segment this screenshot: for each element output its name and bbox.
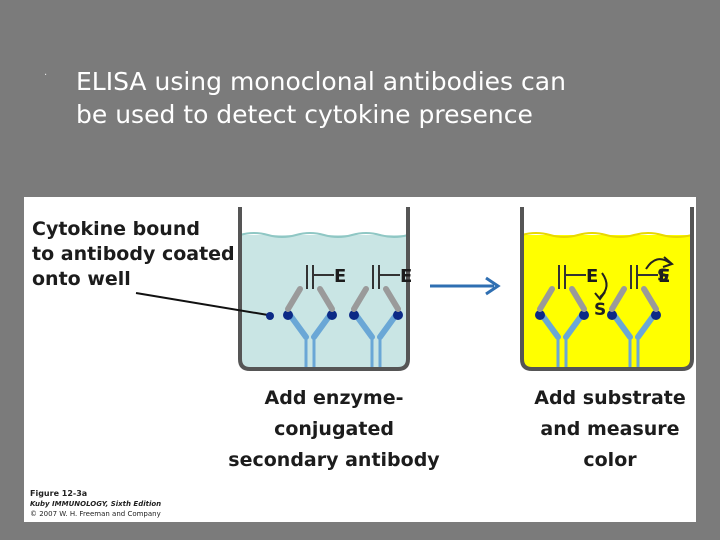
step2-caption: Add substrate and measure color	[534, 387, 686, 471]
step1-caption: Add enzyme- conjugated secondary antibod…	[228, 387, 440, 471]
secondary-antibody-stem	[630, 265, 638, 289]
secondary-antibody-arms	[537, 286, 587, 312]
cytokine-dot	[283, 310, 293, 320]
callout-label: Cytokine bound to antibody coated onto w…	[32, 218, 235, 290]
cytokine-dot	[393, 310, 403, 320]
cytokine-dot	[349, 310, 359, 320]
elisa-figure: E E E E S S Cytokine bound to antibody coat…	[24, 197, 696, 522]
secondary-antibody-stem	[306, 265, 314, 289]
well-2-wall	[520, 207, 694, 371]
antibody-sandwich-1: E	[283, 265, 346, 367]
enzyme-label: E	[586, 266, 598, 287]
secondary-antibody-arms	[285, 286, 335, 312]
figure-credit: Figure 12-3a Kuby IMMUNOLOGY, Sixth Edit…	[30, 489, 161, 519]
secondary-antibody-arms	[351, 286, 401, 312]
cytokine-dot	[651, 310, 661, 320]
cytokine-dot	[535, 310, 545, 320]
credit-copyright: © 2007 W. H. Freeman and Company	[30, 510, 161, 518]
antibody-sandwich-4: E	[607, 265, 670, 367]
secondary-antibody-stem	[558, 265, 566, 289]
capture-antibody-arms	[287, 312, 333, 340]
antibody-sandwich-3: E	[535, 265, 598, 367]
slide-text-line-1: ELISA using monoclonal antibodies can	[76, 67, 566, 96]
capture-antibody-stem	[304, 337, 316, 367]
capture-antibody-arms	[611, 312, 657, 340]
capture-antibody-stem	[556, 337, 568, 367]
capture-antibody-arms	[353, 312, 399, 340]
capture-antibody-arms	[539, 312, 585, 340]
callout-pointer-line	[135, 292, 269, 316]
capture-antibody-stem	[370, 337, 382, 367]
slide-text-line-2: be used to detect cytokine presence	[76, 100, 533, 129]
antibody-sandwich-2: E	[349, 265, 412, 367]
cytokine-dot	[607, 310, 617, 320]
substrate-label-input: S	[657, 266, 669, 286]
capture-antibody-stem	[628, 337, 640, 367]
cytokine-dot	[327, 310, 337, 320]
enzyme-label: E	[400, 266, 412, 287]
well-2	[520, 207, 694, 371]
secondary-antibody-arms	[609, 286, 659, 312]
cytokine-dot	[579, 310, 589, 320]
credit-book-title: Kuby IMMUNOLOGY, Sixth Edition	[30, 500, 162, 508]
enzyme-label: E	[334, 266, 346, 287]
bullet-marker: ·	[44, 70, 48, 81]
substrate-arrow-1-head	[594, 291, 606, 301]
well-1	[238, 207, 410, 371]
credit-figure-number: Figure 12-3a	[30, 489, 88, 498]
substrate-arrow-2	[645, 258, 671, 270]
slide-body-text: ELISA using monoclonal antibodies can be…	[76, 65, 676, 131]
substrate-arrow-2-head	[662, 256, 674, 268]
secondary-antibody-stem	[372, 265, 380, 289]
substrate-label-product: S	[594, 300, 606, 320]
well-2-liquid	[522, 235, 692, 367]
callout-pointer-dot	[266, 312, 274, 320]
enzyme-label: E	[658, 266, 670, 287]
well-1-surface	[239, 232, 409, 238]
process-arrow	[430, 276, 501, 296]
elisa-diagram: E E E E S S	[135, 207, 694, 371]
well-1-wall	[238, 207, 410, 371]
well-2-surface	[521, 232, 693, 238]
